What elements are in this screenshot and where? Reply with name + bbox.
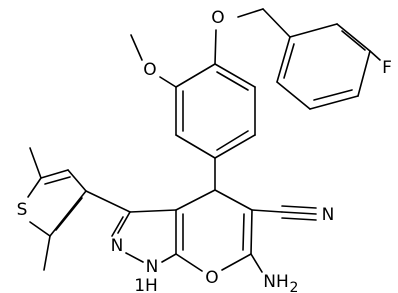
bond [250, 209, 253, 255]
bond [161, 253, 177, 263]
bond [242, 213, 245, 251]
atom-n-cyano: N [322, 205, 335, 225]
atom-nh2-subscript: 2 [290, 280, 299, 293]
bond [117, 211, 131, 234]
bond [130, 34, 143, 61]
atom-nh2: NH [263, 272, 289, 292]
bond [40, 169, 69, 179]
bond [357, 50, 371, 97]
bond [262, 8, 291, 38]
bond [281, 205, 317, 209]
bonds [27, 8, 381, 273]
bond [283, 43, 295, 79]
bond [27, 177, 42, 198]
bond [175, 134, 216, 159]
atom-o-methoxy: O [143, 60, 156, 80]
bond [237, 8, 264, 18]
bond [55, 197, 83, 231]
bond [214, 63, 256, 88]
bond [336, 23, 371, 52]
bond [276, 36, 291, 83]
bond [175, 189, 216, 211]
atom-s: S [17, 200, 28, 220]
bond [29, 147, 42, 179]
bond [29, 221, 51, 237]
bond [276, 81, 311, 110]
bond [313, 89, 353, 101]
bond [85, 190, 131, 213]
atom-labels: O O F S N N N 1H O NH 2 [17, 8, 392, 293]
bond [175, 253, 203, 272]
atom-o-benzyl: O [211, 8, 224, 28]
bond [289, 23, 338, 38]
bond [221, 253, 252, 271]
bond [214, 134, 256, 159]
atom-n-pyrazole: N [111, 236, 124, 256]
bond [125, 252, 144, 263]
bond [250, 253, 263, 273]
bond [49, 190, 87, 237]
bond [214, 29, 217, 65]
bond [129, 209, 177, 213]
atom-h-pyrazole: 1H [134, 276, 158, 293]
bond [44, 176, 71, 185]
bond [281, 217, 317, 221]
bond [111, 216, 124, 237]
atom-o-pyran: O [205, 268, 218, 288]
bond [216, 130, 249, 151]
bond [216, 71, 249, 91]
bond [309, 95, 359, 110]
bond [159, 76, 177, 88]
bond [369, 50, 381, 61]
bond [175, 63, 216, 88]
atom-f: F [382, 58, 392, 78]
bond [43, 235, 51, 271]
bond [281, 211, 317, 215]
bond [251, 209, 283, 213]
atom-nh-pyrazole: N [146, 257, 159, 277]
bond [214, 189, 253, 211]
bond [341, 30, 366, 51]
bond [67, 169, 87, 192]
